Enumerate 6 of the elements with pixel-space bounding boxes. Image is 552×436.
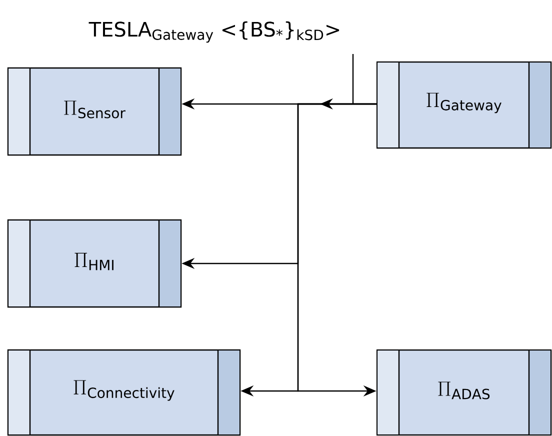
process-box: $\Pi_{\mathrm{Sensor}}$ [7, 67, 182, 156]
process-box: $\Pi_{\mathrm{ADAS}}$ [376, 349, 552, 436]
process-box: $\Pi_{\mathrm{HMI}}$ [7, 219, 182, 308]
edge-label: TESLA$_{Gateway}$ <{BS$_{*}$}$_{kSD}$> [88, 21, 340, 43]
process-box: $\Pi_{\mathrm{Connectivity}}$ [7, 349, 241, 436]
process-box: $\Pi_{\mathrm{Gateway}}$ [376, 61, 552, 149]
